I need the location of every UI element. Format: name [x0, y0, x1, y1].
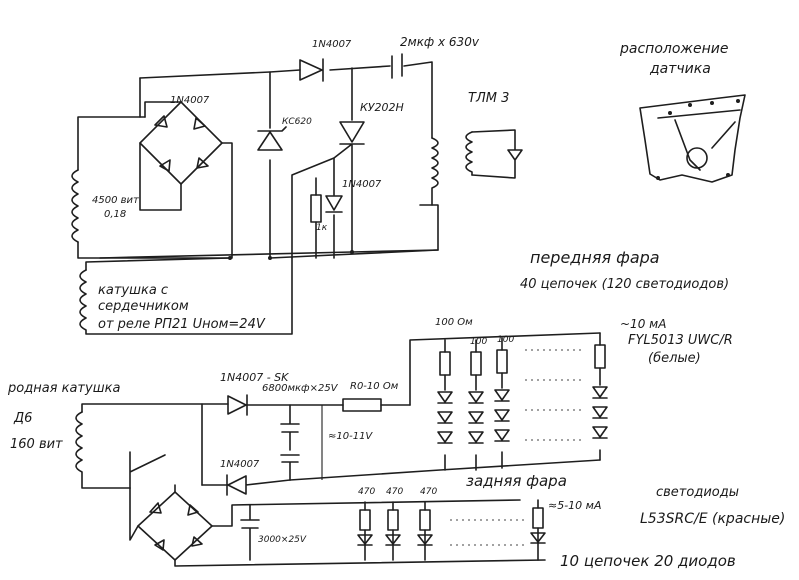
label-coil3-line2: Д6: [14, 411, 33, 426]
top-circuit: [71, 53, 523, 335]
coil1-wires: [77, 116, 231, 259]
label-current-front: ~10 мА: [620, 317, 667, 331]
bridge-rectifier-2: [137, 491, 213, 561]
label-cap-6800: 6800мкф×25V: [262, 383, 338, 394]
resistor-r0-10: [342, 398, 382, 412]
diode-sk: [227, 394, 248, 416]
label-r-100-a: 100: [470, 337, 488, 347]
label-coil1-turns: 4500 вит: [92, 195, 139, 206]
lamp-contacts: [471, 129, 523, 179]
diode-top: [299, 58, 324, 82]
lamp-coil-2: [465, 131, 473, 176]
label-lamp: ТЛМ 3: [468, 91, 510, 106]
label-diode-top: 1N4007: [312, 39, 352, 50]
label-led-rear-line1: светодиоды: [656, 485, 739, 500]
rear-led-strings: [357, 499, 546, 561]
label-rear-lamp: задняя фара: [466, 472, 567, 490]
label-rear-chains: 10 цепочек 20 диодов: [560, 552, 736, 570]
label-coil3-line3: 160 вит: [10, 437, 63, 452]
diode-mid: [325, 195, 343, 213]
label-front-chains: 40 цепочек (120 светодиодов): [520, 277, 730, 292]
label-voltage: ≈10-11V: [328, 431, 373, 442]
thyristor: [291, 121, 365, 259]
label-r-470-b: 470: [386, 487, 404, 497]
label-r-100-b: 100: [497, 335, 515, 345]
coil3-top: [81, 403, 229, 413]
label-diode-sk: 1N4007 - SK: [220, 371, 289, 384]
label-cap-3000: 3000×25V: [258, 535, 307, 545]
front-bus-top: [409, 332, 601, 406]
label-r-0-10: R0-10 Ом: [350, 381, 399, 392]
label-sensor-line2: датчика: [650, 61, 711, 77]
zener-diode: [257, 126, 287, 151]
label-diode-low: 1N4007: [220, 459, 260, 470]
label-front-lamp: передняя фара: [530, 248, 660, 267]
coil2-top-wire: [85, 257, 231, 271]
label-bridge1: 1N4007: [170, 95, 210, 106]
front-led-strings: [437, 332, 608, 471]
label-res-1k: 1к: [316, 223, 328, 233]
label-coil1-wire: 0,18: [104, 209, 127, 220]
coil-relay-rp21: [79, 257, 293, 335]
label-coil2-line1: катушка с: [98, 283, 169, 298]
label-coil2-line3: от реле РП21 Uном=24V: [98, 317, 265, 332]
label-coil3-line1: родная катушка: [8, 381, 121, 396]
label-thyristor: КУ202Н: [360, 101, 404, 114]
mid-branch: [315, 157, 335, 259]
lamp-coil: [419, 137, 439, 206]
label-r-470-a: 470: [358, 487, 376, 497]
label-led-rear-line2: L53SRC/E (красные): [640, 511, 786, 527]
label-cap-top: 2мкф х 630v: [400, 35, 479, 49]
bridge1-diode-marks: [154, 115, 209, 172]
label-r-470-c: 470: [420, 487, 438, 497]
label-coil2-line2: сердечником: [98, 299, 189, 314]
label-r-100om: 100 Ом: [435, 317, 473, 328]
bridge2-diode-marks: [149, 502, 203, 551]
label-led-front-color: (белые): [648, 351, 701, 366]
label-led-front-model: FYL5013 UWC/R: [628, 333, 733, 348]
bottom-circuit: [75, 332, 608, 567]
label-sensor-line1: расположение: [620, 41, 729, 57]
coil-d6: [75, 411, 131, 489]
label-diode-mid: 1N4007: [342, 179, 382, 190]
switch: [129, 451, 166, 489]
coil-4500-turns: [71, 169, 79, 243]
diode-low: [201, 474, 291, 496]
lamp-return: [269, 204, 439, 259]
bridge1-leads: [139, 77, 233, 259]
front-bus-bottom: [289, 459, 601, 481]
capacitor-top: [391, 53, 403, 79]
sensor-sketch: [639, 94, 746, 183]
label-zener: КС620: [282, 117, 312, 127]
cap-6800-branch: [280, 404, 300, 481]
resistor-1k: [310, 194, 322, 223]
cap-3000: [240, 504, 260, 561]
bridge2-leads: [129, 484, 546, 567]
label-current-rear: ≈5-10 мА: [548, 499, 602, 512]
bridge-rectifier-1: [139, 101, 223, 185]
